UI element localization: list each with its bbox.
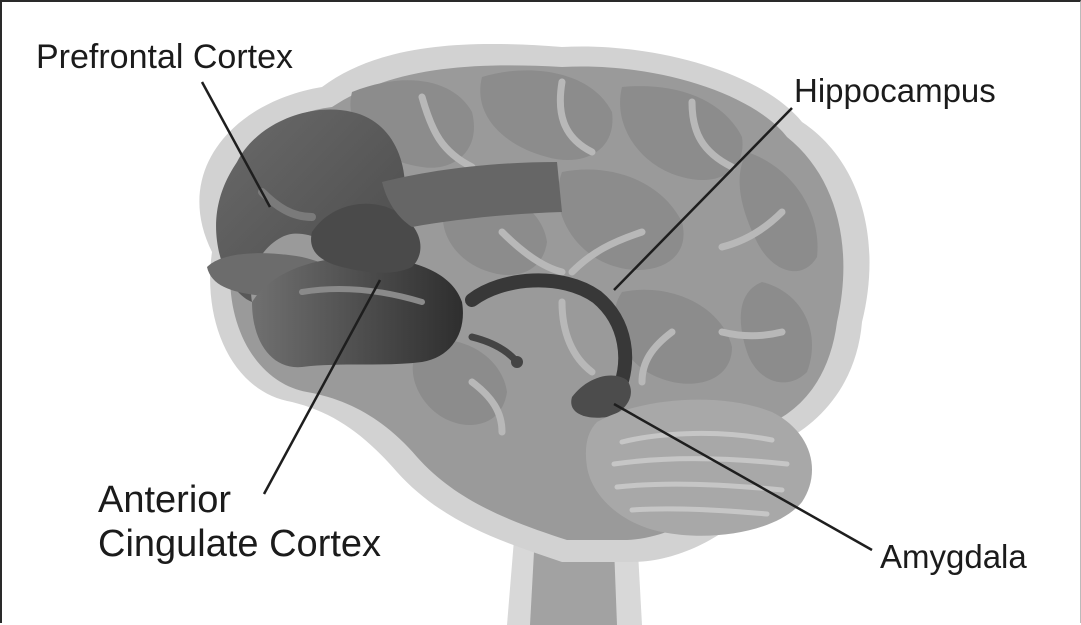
label-acc-line1: Anterior: [98, 478, 381, 522]
label-prefrontal-cortex: Prefrontal Cortex: [36, 40, 293, 74]
label-hippocampus: Hippocampus: [794, 74, 996, 107]
label-amygdala: Amygdala: [880, 540, 1027, 573]
label-acc-line2: Cingulate Cortex: [98, 522, 381, 566]
label-anterior-cingulate-cortex: Anterior Cingulate Cortex: [98, 478, 381, 566]
hippocampus-tail-end: [511, 356, 523, 368]
